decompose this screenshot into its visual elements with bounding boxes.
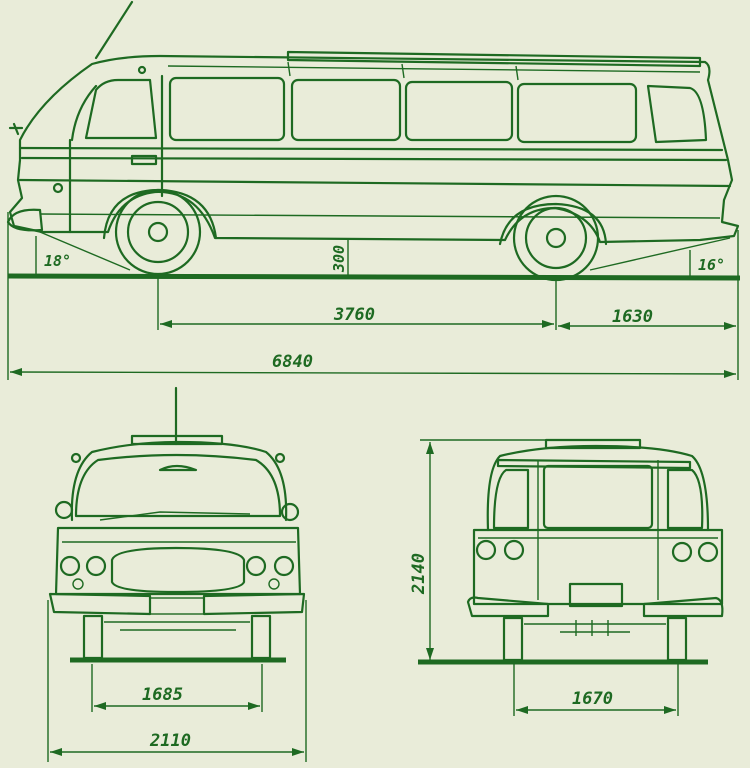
side-roof-light: [137, 65, 147, 75]
clearance-label: 300: [330, 245, 348, 273]
front-axle: [104, 621, 250, 631]
front-tyre-right: [250, 614, 272, 660]
rear-axle: [524, 620, 666, 636]
rear-bumper-left: [466, 596, 550, 618]
side-front-bumper: [6, 208, 44, 232]
rear-track-arrow-right: [664, 706, 676, 714]
side-window-cab: [84, 78, 158, 140]
front-headlamp-1: [59, 555, 81, 577]
width-arrow-left: [50, 748, 62, 756]
approach-angle-line: [39, 231, 131, 271]
side-windshield-edge: [70, 84, 98, 142]
overall-width-label: 2110: [149, 731, 191, 751]
rear-side-window-right: [666, 468, 704, 530]
width-arrow-right: [292, 748, 304, 756]
front-wipers: [99, 511, 251, 521]
front-headlamp-3: [245, 555, 267, 577]
front-roof-light: [158, 464, 198, 472]
front-bumper-left: [48, 592, 152, 616]
front-track-label: 1685: [142, 685, 183, 705]
side-mirror: [8, 122, 24, 136]
rear-overhang-arrow-left: [558, 322, 570, 330]
side-window-3: [404, 80, 514, 142]
rear-view: 2140 1670: [409, 438, 724, 716]
rear-angle-label: 16°: [698, 256, 725, 274]
rear-tyre-left: [502, 616, 524, 662]
front-windshield: [74, 453, 282, 518]
front-track-arrow-left: [94, 702, 106, 710]
side-front-hub: [147, 221, 169, 243]
front-plate: [149, 597, 205, 615]
side-front-rim: [126, 200, 190, 264]
side-belt-line-lower: [18, 178, 732, 188]
rear-tyre-right: [666, 616, 688, 662]
side-upper-strip: [167, 65, 701, 73]
rear-lamp-2: [503, 539, 525, 561]
rear-cab-outline: [486, 444, 710, 532]
side-body-outline: [8, 54, 740, 244]
front-tyre-left: [82, 614, 104, 660]
front-marker-left: [70, 452, 82, 464]
rear-overhang-label: 1630: [612, 307, 653, 327]
side-antenna: [94, 0, 134, 60]
side-strip-divider-3: [515, 65, 519, 81]
front-angle-label: 18°: [44, 252, 71, 270]
front-headlamp-4: [273, 555, 295, 577]
side-rear-hub: [545, 227, 567, 249]
front-mirror-right: [280, 502, 300, 522]
side-view: 18° 16° 300 3760 1630 6840: [6, 0, 741, 380]
rear-track-arrow-left: [516, 706, 528, 714]
front-grille: [110, 546, 246, 594]
length-arrow-left: [10, 368, 22, 376]
front-marker-right: [274, 452, 286, 464]
side-strip-divider-1: [287, 61, 291, 77]
rear-window: [542, 464, 654, 530]
rear-track-label: 1670: [572, 689, 613, 709]
side-belt-line-mid: [20, 156, 728, 162]
wheelbase-label: 3760: [333, 305, 375, 325]
side-rear-rim: [524, 206, 588, 270]
side-strip-divider-2: [401, 63, 405, 79]
rear-overhang-arrow-right: [724, 322, 736, 330]
side-window-4: [516, 82, 638, 144]
side-window-2: [290, 78, 402, 142]
side-window-1: [168, 76, 286, 142]
front-headlamp-2: [85, 555, 107, 577]
front-fog-left: [72, 578, 84, 590]
rear-roof-strip: [496, 458, 692, 470]
side-ground-line: [7, 273, 741, 281]
rear-side-window-left: [492, 468, 530, 530]
side-door-handle: [130, 154, 158, 166]
rear-lamp-4: [697, 541, 719, 563]
front-mirror-left: [54, 500, 74, 520]
front-track-arrow-right: [248, 702, 260, 710]
side-sill-line: [39, 213, 721, 219]
wheelbase-arrow-right: [542, 320, 554, 328]
overall-length-label: 6840: [272, 352, 313, 372]
height-arrow-top: [426, 442, 434, 454]
side-belt-line-upper: [18, 146, 724, 152]
front-cab-outline: [70, 440, 288, 522]
side-window-rear: [646, 84, 708, 144]
front-view: 1685 2110: [47, 386, 307, 762]
height-arrow-bottom: [426, 648, 434, 660]
side-rear-wheel-arch: [498, 202, 608, 246]
rear-lamp-1: [475, 539, 497, 561]
wheelbase-arrow-left: [160, 320, 172, 328]
front-fog-right: [268, 578, 280, 590]
rear-plate: [568, 582, 624, 608]
length-arrow-right: [724, 370, 736, 378]
rear-lamp-3: [671, 541, 693, 563]
length-dim-line: [9, 371, 737, 375]
overall-height-label: 2140: [409, 553, 429, 595]
side-marker-lamp: [52, 182, 64, 194]
departure-angle-line: [589, 237, 731, 271]
rear-bumper-right: [642, 596, 724, 618]
front-bumper-right: [202, 592, 306, 616]
